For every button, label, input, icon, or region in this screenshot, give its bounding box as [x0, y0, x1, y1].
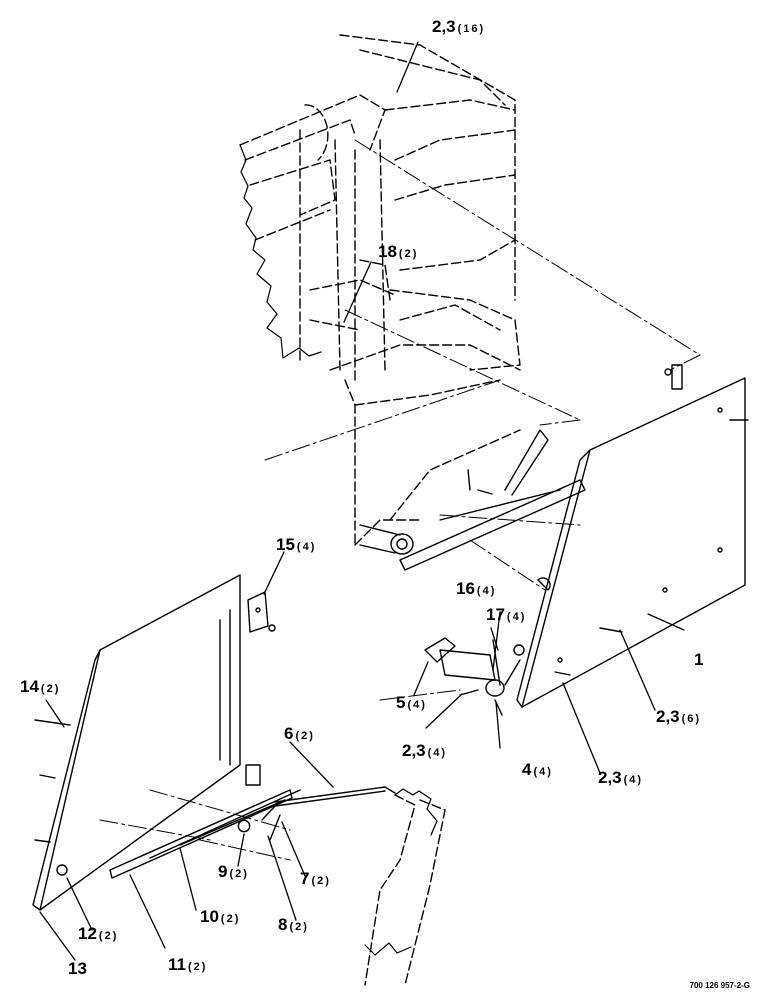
callout-number: 17 [486, 605, 505, 624]
mid-hinge [537, 577, 551, 591]
callout-number: 2,3 [598, 768, 622, 787]
callout-2-3-4-right: 2,3(4) [598, 769, 643, 787]
callout-12: 12(2) [78, 925, 118, 943]
callout-number: 2,3 [656, 707, 680, 726]
callout-11: 11(2) [168, 956, 207, 974]
callout-qty: (4) [407, 699, 427, 711]
callout-2-3-4-left: 2,3(4) [402, 742, 447, 760]
callout-number: 12 [78, 924, 97, 943]
callout-18: 18(2) [378, 243, 418, 261]
callout-qty: (2) [220, 913, 241, 925]
callout-number: 9 [218, 862, 228, 881]
callout-qty: (2) [98, 930, 119, 942]
leader-lines [39, 41, 685, 961]
machine-frame-phantom [239, 34, 521, 381]
callout-number: 16 [456, 579, 475, 598]
callout-number: 15 [276, 535, 295, 554]
callout-qty: (16) [457, 23, 486, 35]
callout-number: 1 [694, 650, 704, 669]
callout-number: 10 [200, 907, 219, 926]
linkage-rod [237, 786, 396, 841]
callout-number: 7 [300, 869, 310, 888]
callout-qty: (4) [427, 747, 448, 759]
callout-17: 17(4) [486, 606, 526, 624]
callout-qty: (2) [295, 730, 315, 742]
callout-5: 5(4) [396, 694, 427, 712]
callout-number: 18 [378, 242, 397, 261]
callout-number: 6 [284, 724, 294, 743]
top-hinge-bracket [664, 364, 749, 421]
frame-break-line [239, 144, 322, 359]
callout-number: 11 [168, 955, 186, 974]
callout-6: 6(2) [284, 725, 315, 743]
callout-10: 10(2) [200, 908, 240, 926]
callout-4: 4(4) [522, 761, 553, 779]
phantom-post [364, 794, 446, 986]
callout-number: 2,3 [432, 17, 456, 36]
screws-right [467, 469, 623, 676]
drawing-number: 700 126 957-2-G [689, 981, 751, 990]
callout-qty: (4) [533, 766, 553, 778]
frame-lower-body [329, 344, 521, 546]
callout-2-3-6: 2,3(6) [656, 708, 701, 726]
callout-number: 14 [20, 677, 39, 696]
callout-qty: (6) [681, 713, 702, 725]
callout-number: 5 [396, 693, 406, 712]
left-side-panel [32, 574, 241, 911]
callout-number: 4 [522, 760, 532, 779]
callout-1: 1 [694, 651, 705, 669]
callout-qty: (2) [229, 868, 249, 880]
callout-9: 9(2) [218, 863, 249, 881]
callout-14: 14(2) [20, 678, 60, 696]
callout-2-3-16: 2,3(16) [432, 18, 485, 36]
callout-qty: (2) [187, 961, 208, 973]
drive-hub [390, 533, 414, 555]
callout-qty: (2) [398, 248, 419, 260]
callout-qty: (2) [311, 875, 331, 887]
callout-number: 8 [278, 915, 288, 934]
callout-qty: (2) [40, 683, 61, 695]
lower-bracket [245, 764, 261, 786]
callout-number: 2,3 [402, 741, 426, 760]
callout-7: 7(2) [300, 870, 331, 888]
callout-qty: (4) [506, 611, 527, 623]
lower-support-bar [399, 479, 586, 571]
alignment-lines [99, 139, 701, 861]
right-side-panel [516, 377, 746, 708]
callout-qty: (4) [476, 585, 497, 597]
callout-qty: (4) [296, 541, 317, 553]
callout-qty: (4) [623, 774, 644, 786]
callout-16: 16(4) [456, 580, 496, 598]
latch-assembly [424, 637, 525, 716]
hinge-bracket-15 [247, 591, 276, 633]
callout-15: 15(4) [276, 536, 316, 554]
bottom-rails [109, 789, 301, 879]
callout-qty: (2) [289, 921, 309, 933]
callout-8: 8(2) [278, 916, 309, 934]
callout-number: 13 [68, 959, 87, 978]
callout-13: 13 [68, 960, 89, 978]
